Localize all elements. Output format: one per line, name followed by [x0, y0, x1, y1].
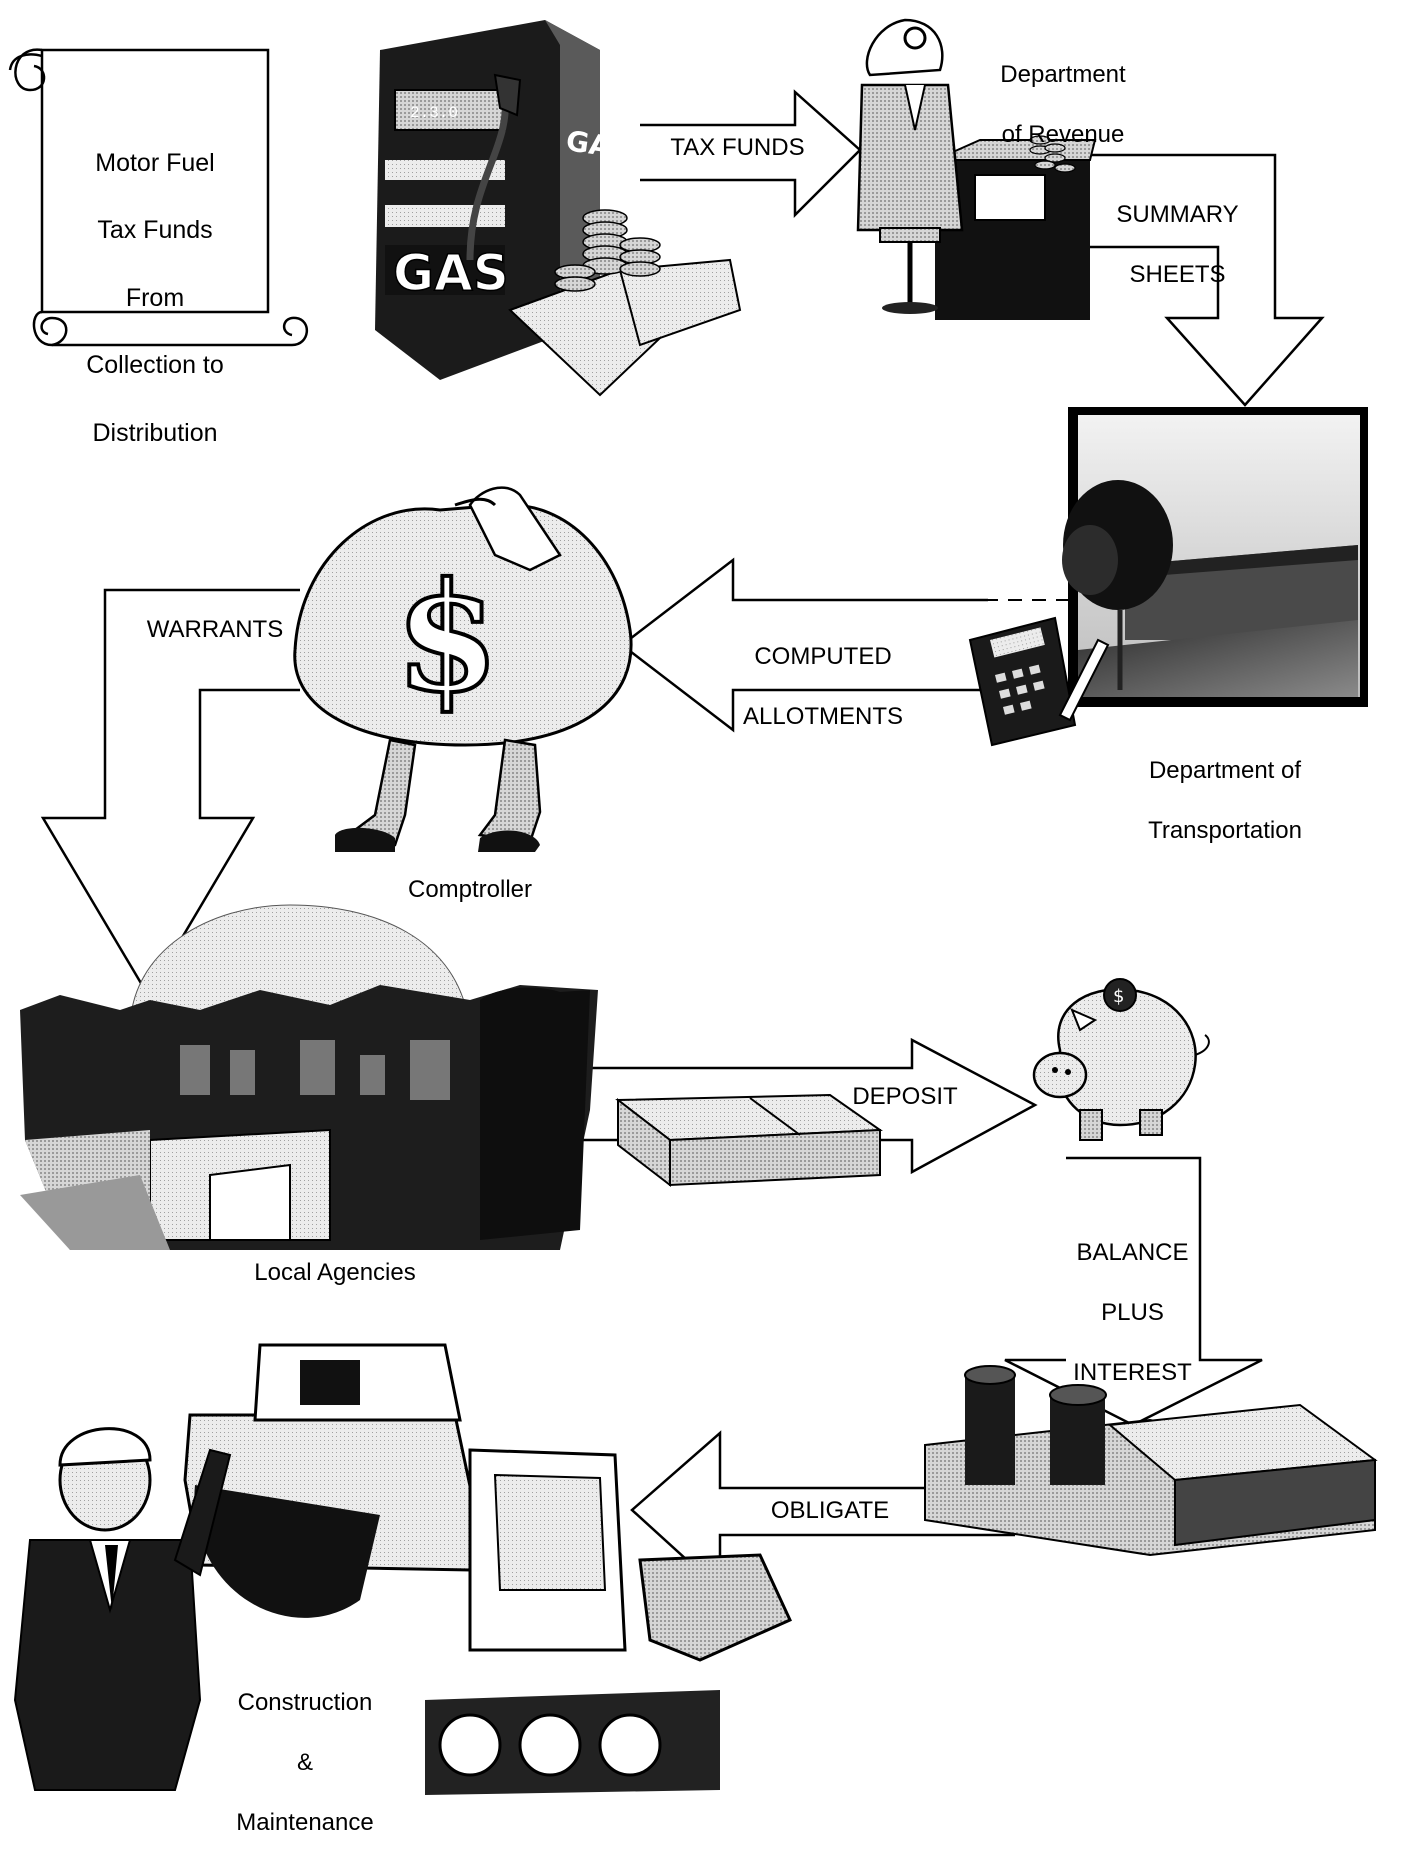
flow-label-balance-plus-interest: BALANCE PLUS INTEREST	[1070, 1208, 1195, 1418]
node-department-of-transportation: Department of Transportation	[1110, 726, 1340, 876]
node-label-line: Maintenance	[236, 1809, 374, 1836]
cash-bundle-icon	[615, 1093, 883, 1188]
node-local-agencies: Local Agencies	[254, 1259, 416, 1286]
diagram-canvas: 2.3.0 GAS GAS	[8, 18, 1378, 1795]
pump-price-display: 2.3.0	[410, 104, 458, 122]
flow-label-line: BALANCE	[1076, 1239, 1189, 1266]
scroll-title-line: Collection to	[86, 351, 224, 380]
node-label-line: &	[296, 1749, 313, 1776]
piggy-bank-icon: $	[1032, 978, 1210, 1141]
flow-label-tax-funds: TAX FUNDS	[670, 134, 805, 161]
node-label-line: Construction	[237, 1689, 373, 1716]
node-comptroller: Comptroller	[407, 876, 533, 903]
scroll-title-line: Motor Fuel	[95, 148, 215, 177]
scroll-title-line: From	[125, 283, 185, 312]
flow-label-line: COMPUTED	[754, 643, 892, 670]
gas-pump-icon: 2.3.0 GAS GAS	[375, 20, 742, 397]
node-construction-maintenance: Construction & Maintenance	[225, 1658, 385, 1868]
dot-building-icon	[968, 407, 1368, 747]
flow-label-line: SUMMARY	[1116, 201, 1239, 228]
clerk-at-desk-icon	[856, 18, 1097, 320]
money-bag-icon: $	[293, 486, 633, 852]
node-label-line: Transportation	[1148, 817, 1302, 844]
arrow-obligate	[630, 1430, 1015, 1593]
flow-label-computed-allotments: COMPUTED ALLOTMENTS	[718, 612, 928, 762]
coin-stacks-icon	[924, 1365, 1378, 1557]
svg-text:$: $	[1113, 986, 1124, 1007]
flow-label-summary-sheets: SUMMARY SHEETS	[1095, 170, 1260, 320]
node-label-line: Department of	[1148, 757, 1302, 784]
flow-label-obligate: OBLIGATE	[770, 1497, 890, 1524]
arrow-balance-interest	[1004, 1156, 1263, 1427]
pump-brand-bottom: GAS	[393, 244, 509, 302]
arrow-summary-sheets	[1078, 153, 1325, 407]
scroll-icon	[8, 48, 308, 347]
node-label-line: of Revenue	[1001, 121, 1125, 148]
scroll-title-line: Tax Funds	[97, 216, 213, 245]
flow-label-line: ALLOTMENTS	[742, 703, 904, 730]
node-department-of-revenue: Department of Revenue	[958, 30, 1168, 180]
flow-label-line: INTEREST	[1073, 1359, 1192, 1386]
node-label-line: Department	[1000, 61, 1126, 88]
flow-label-line: SHEETS	[1129, 261, 1226, 288]
scroll-title-line: Distribution	[92, 418, 218, 447]
scroll-title: Motor Fuel Tax Funds From Collection to …	[55, 113, 255, 484]
flow-label-warrants: WARRANTS	[146, 616, 284, 643]
city-skyline-icon	[20, 904, 598, 1250]
svg-text:$: $	[395, 550, 499, 726]
flow-label-deposit: DEPOSIT	[852, 1083, 958, 1110]
construction-workers-icon	[13, 1343, 792, 1795]
flow-label-line: PLUS	[1101, 1299, 1164, 1326]
